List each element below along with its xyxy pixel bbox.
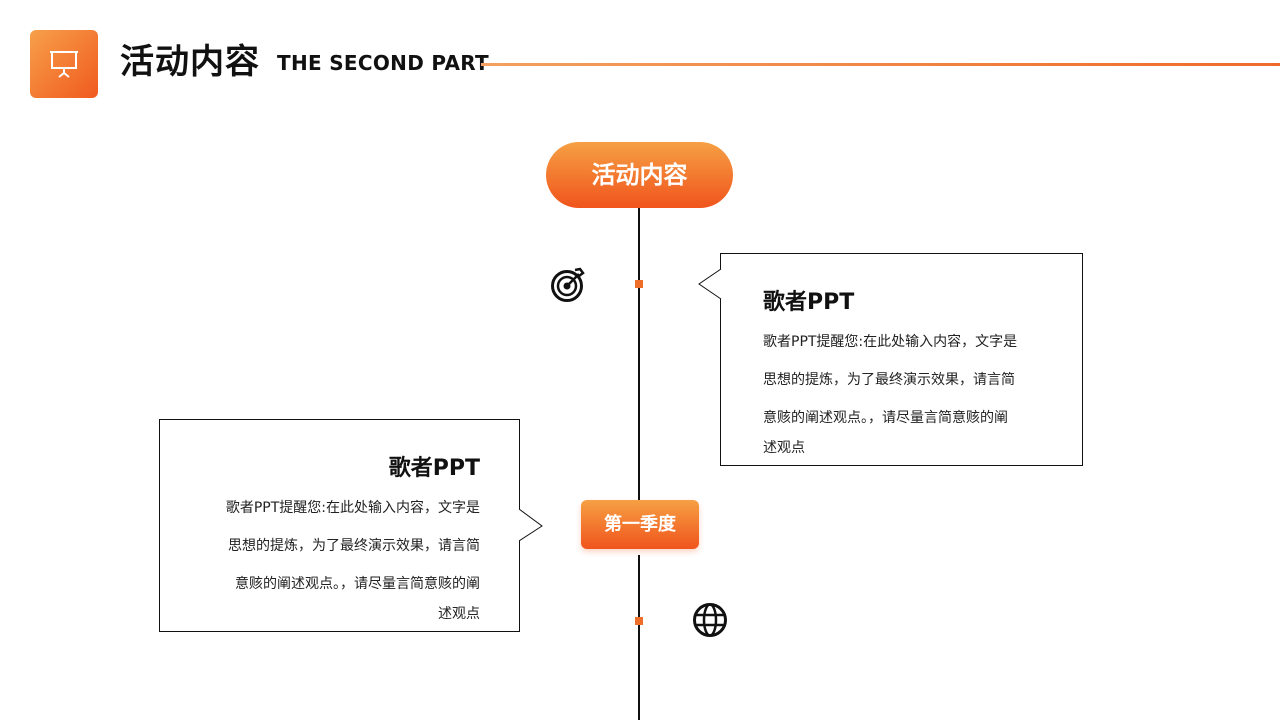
card-body-line: 思想的提炼，为了最终演示效果，请言简: [228, 538, 480, 554]
header-icon-box: [30, 30, 98, 98]
callout-card-right: 歌者PPT 歌者PPT提醒您:在此处输入内容，文字是 思想的提炼，为了最终演示效…: [720, 253, 1083, 466]
page-title: 活动内容: [120, 42, 260, 82]
card-body: 歌者PPT提醒您:在此处输入内容，文字是 思想的提炼，为了最终演示效果，请言简 …: [180, 489, 480, 625]
callout-pointer-right: [519, 509, 543, 542]
timeline-dot-upper: [635, 280, 643, 288]
card-body-line: 述观点: [438, 606, 480, 622]
target-icon: [551, 267, 585, 302]
timeline-line-lower: [638, 555, 640, 720]
page-subtitle: THE SECOND PART: [277, 51, 489, 75]
timeline-dot-lower: [635, 617, 643, 625]
card-body: 歌者PPT提醒您:在此处输入内容，文字是 思想的提炼，为了最终演示效果，请言简 …: [763, 323, 1063, 459]
card-body-line: 意赅的阐述观点。，请尽量言简意赅的阐: [763, 410, 1008, 426]
timeline-top-label: 活动内容: [546, 142, 733, 208]
card-body-line: 思想的提炼，为了最终演示效果，请言简: [763, 372, 1015, 388]
season-badge: 第一季度: [581, 500, 699, 549]
presentation-board-icon: [50, 51, 78, 78]
card-title: 歌者PPT: [763, 290, 855, 315]
card-body-line: 歌者PPT提醒您:在此处输入内容，文字是: [225, 500, 480, 516]
globe-icon: [693, 603, 727, 637]
timeline-line-upper: [638, 208, 640, 500]
callout-pointer-left: [698, 269, 722, 300]
card-body-line: 歌者PPT提醒您:在此处输入内容，文字是: [763, 334, 1018, 350]
card-title: 歌者PPT: [388, 456, 480, 481]
header-divider: [481, 63, 1280, 66]
card-body-line: 意赅的阐述观点。，请尽量言简意赅的阐: [235, 576, 480, 592]
callout-card-left: 歌者PPT 歌者PPT提醒您:在此处输入内容，文字是 思想的提炼，为了最终演示效…: [159, 419, 520, 632]
card-body-line: 述观点: [763, 440, 805, 456]
